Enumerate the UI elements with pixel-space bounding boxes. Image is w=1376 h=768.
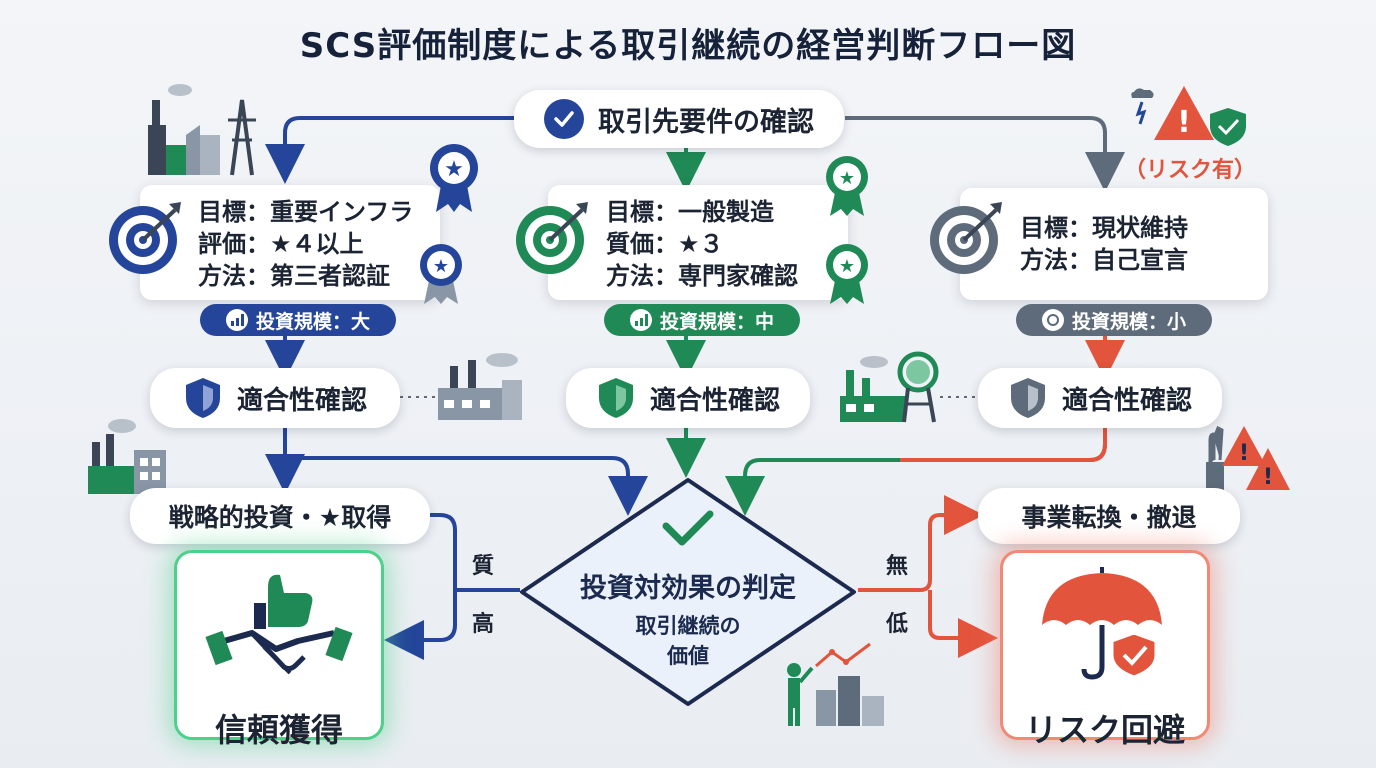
column-middle-card: [548, 185, 848, 300]
column-middle-check-label: 適合性確認: [649, 385, 780, 416]
bar-chart-icon: [225, 309, 248, 331]
column-middle-line: 質価：★３: [606, 230, 724, 258]
column-left-lines: 目標：重要インフラ 評価：★４以上 方法：第三者認証: [198, 196, 413, 292]
column-right-lines: 目標：現状維持 方法：自己宣言: [1020, 212, 1188, 276]
column-left-card: [140, 185, 440, 300]
svg-text:!: !: [1239, 441, 1249, 466]
check-icon: [662, 510, 714, 546]
check-circle-icon: [544, 99, 584, 139]
column-middle-line: 目標：一般製造: [606, 198, 774, 226]
svg-text:★: ★: [433, 256, 449, 277]
decision-diamond: [520, 478, 856, 706]
column-right-check: 適合性確認: [978, 368, 1222, 428]
right-edge-label-top: 無: [886, 554, 909, 579]
column-left-line: 目標：重要インフラ: [198, 198, 414, 226]
left-edge-label-bottom: 高: [472, 612, 495, 637]
shield-icon: [1010, 378, 1045, 418]
column-left-scale-tag: 投資規模：大: [200, 304, 396, 336]
column-right-line: 方法：自己宣言: [1020, 246, 1188, 274]
svg-text:!: !: [1263, 465, 1273, 490]
warning-triangle-icon: !: [1131, 86, 1246, 146]
column-right-scale-tag: 投資規模：小: [1016, 304, 1212, 336]
column-left-line: 方法：第三者認証: [198, 262, 390, 290]
award-ribbon-icon: ★: [826, 156, 868, 216]
column-middle-check: 適合性確認: [566, 368, 810, 428]
connector-top-left: [265, 116, 520, 184]
award-ribbon-icon: ★: [826, 244, 868, 304]
factory-icon: [438, 353, 522, 420]
svg-text:★: ★: [839, 168, 855, 189]
connector-right-outcome: [928, 590, 998, 658]
gauge-icon: [1041, 309, 1064, 331]
factory-growth-icon: [787, 642, 884, 726]
column-right-line: 目標：現状維持: [1020, 214, 1188, 242]
warning-triangle-icon: ! !: [1206, 425, 1290, 492]
decision-sub2: 価値: [667, 644, 709, 668]
connector-right-action: [858, 495, 984, 592]
column-left-scale-label: 投資規模：大: [255, 310, 370, 333]
factory-icon: [88, 419, 166, 494]
right-edge-label-bottom: 低: [886, 612, 909, 637]
column-middle-line: 方法：専門家確認: [606, 262, 798, 290]
target-icon: [930, 202, 1002, 274]
target-icon: [109, 202, 181, 274]
column-left-line: 評価：★４以上: [198, 230, 364, 258]
column-middle-scale-tag: 投資規模：中: [604, 304, 800, 336]
left-action: 戦略的投資・★取得: [130, 488, 430, 544]
right-action-label: 事業転換・撤退: [1021, 503, 1197, 532]
column-right-scale-label: 投資規模：小: [1071, 310, 1186, 333]
column-left-check-label: 適合性確認: [236, 385, 367, 416]
left-action-label: 戦略的投資・★取得: [168, 503, 392, 532]
factory-icon: [840, 351, 939, 423]
column-left-check: 適合性確認: [150, 368, 400, 428]
bar-chart-icon: [629, 309, 652, 331]
top-node-label: 取引先要件の確認: [598, 106, 814, 138]
outcome-risk-avoidance: リスク回避: [1000, 550, 1210, 749]
award-ribbon-icon: ★: [420, 244, 462, 304]
column-middle-lines: 目標：一般製造 質価：★３ 方法：専門家確認: [606, 196, 798, 292]
column-middle-scale-label: 投資規模：中: [659, 310, 774, 333]
svg-text:★: ★: [444, 157, 464, 182]
connector-left-decision: [285, 456, 648, 516]
handshake-icon: [205, 574, 353, 675]
column-right-check-label: 適合性確認: [1061, 385, 1192, 416]
shield-icon: [598, 378, 633, 418]
decision-sub1: 取引継続の: [635, 614, 741, 638]
outcome-risk-label: リスク回避: [1024, 711, 1185, 749]
page-title: SCS評価制度による取引継続の経営判断フロー図: [299, 26, 1077, 66]
umbrella-icon: [1042, 567, 1162, 680]
outcome-trust-label: 信頼獲得: [214, 711, 343, 749]
connector-top-right: [845, 116, 1125, 192]
top-node: 取引先要件の確認: [514, 90, 844, 148]
svg-text:★: ★: [839, 256, 855, 277]
right-action: 事業転換・撤退: [978, 488, 1240, 544]
svg-text:!: !: [1177, 105, 1191, 140]
factory-icon: [148, 84, 256, 176]
column-right-card: [960, 188, 1268, 300]
target-icon: [516, 202, 588, 274]
column-right-note: （リスク有）: [1124, 158, 1257, 183]
award-ribbon-icon: ★: [430, 144, 478, 212]
shield-icon: [185, 378, 220, 418]
left-edge-label-top: 質: [472, 554, 495, 579]
decision-title: 投資対効果の判定: [580, 573, 796, 604]
connector-left-outcome: [384, 513, 457, 660]
outcome-trust: 信頼獲得: [174, 550, 384, 749]
